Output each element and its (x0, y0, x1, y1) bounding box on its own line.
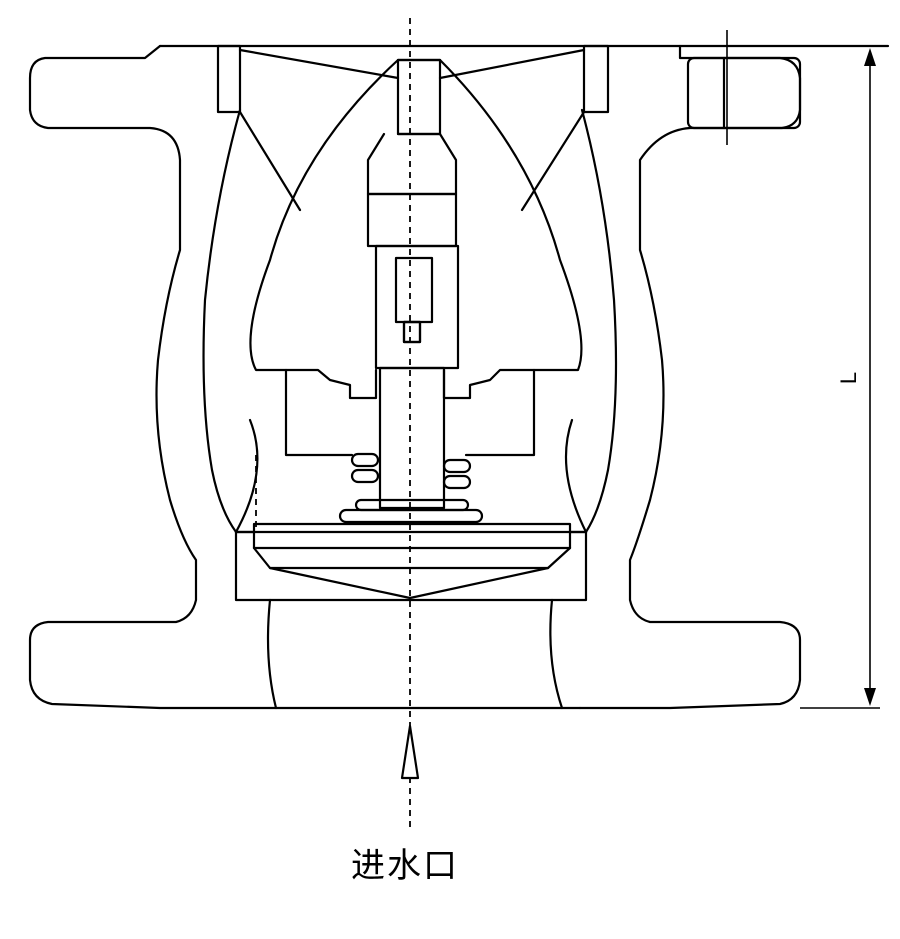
stem-assembly (234, 58, 588, 710)
inlet-arrow (400, 724, 420, 780)
inlet-label: 进水口 (351, 846, 459, 886)
top-cover (216, 44, 610, 212)
dimension-label: L (836, 372, 861, 384)
dimension-L: L (800, 48, 880, 709)
valve-body (28, 30, 890, 710)
